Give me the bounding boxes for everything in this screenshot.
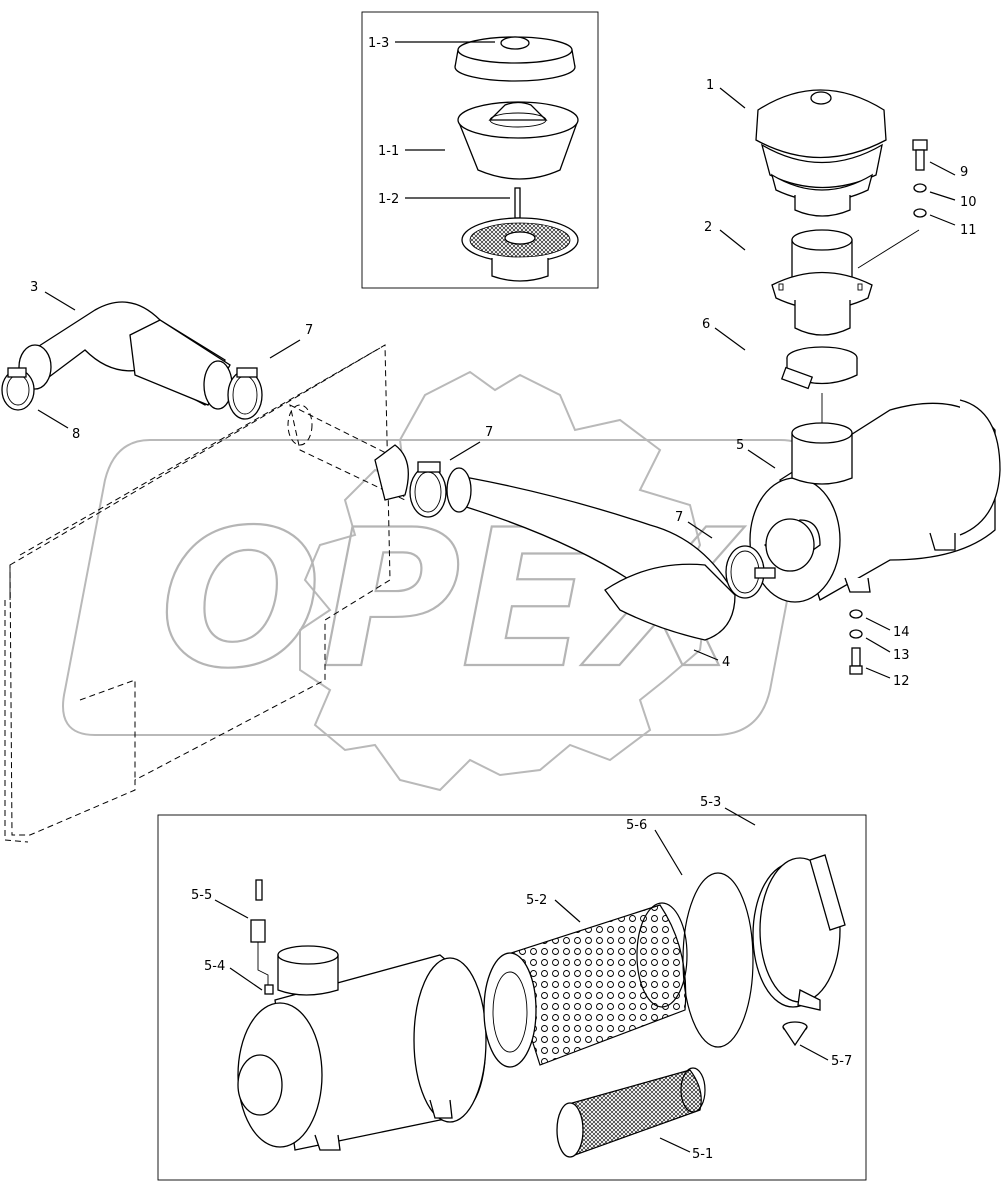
callout-5-4: 5-4 [204,959,225,974]
callout-4: 4 [722,655,730,670]
callout-5-5: 5-5 [191,888,212,903]
clamp-7-middle [409,461,447,518]
callout-5-6: 5-6 [626,818,647,833]
wing-nut [500,36,530,50]
callout-9: 9 [960,165,968,180]
callout-1-1: 1-1 [378,144,399,159]
callout-7-right: 7 [675,510,683,525]
callout-8: 8 [72,427,80,442]
callout-1-2: 1-2 [378,192,399,207]
callouts: 1-3 1-1 1-2 1 2 9 10 11 3 7 6 8 7 5 7 14… [30,36,977,1162]
callout-11: 11 [960,223,977,238]
callout-14: 14 [893,625,910,640]
callout-5-7: 5-7 [831,1054,852,1069]
part-5-3-cover [752,854,846,1011]
callout-5-2: 5-2 [526,893,547,908]
part-5-5 [250,879,269,985]
precleaner-spinner [461,187,579,282]
inset-precleaner [361,11,599,289]
callout-2: 2 [704,220,712,235]
clamp-7-left [227,367,263,420]
inset-frame-bottom [157,814,867,1181]
part-2-adapter [771,229,873,336]
inset-filter-parts [157,814,867,1181]
precleaner-bowl [457,101,579,180]
washer-13 [849,629,863,639]
callout-1-3: 1-3 [368,36,389,51]
callout-1: 1 [706,78,714,93]
washer-10 [913,183,927,193]
filter-housing [237,945,487,1151]
washer-11 [913,208,927,218]
inset-frame-top [361,11,599,289]
part-5-4 [264,984,274,995]
callout-13: 13 [893,648,910,663]
callout-7-middle: 7 [485,425,493,440]
leader-bolt [857,229,920,269]
part-1-cap [755,89,887,217]
hidden-tube [287,404,409,501]
part-4-hose [446,467,736,641]
callout-5: 5 [736,438,744,453]
bolt-9 [912,139,928,171]
callout-7-top: 7 [305,323,313,338]
part-5-2-filter [483,902,688,1068]
part-3-elbow [18,301,233,410]
precleaner-cover [454,36,576,82]
callout-3: 3 [30,280,38,295]
part-5-6-ring [682,872,754,1048]
bolt-12 [849,647,863,675]
part-5-air-cleaner [749,399,1001,603]
callout-5-3: 5-3 [700,795,721,810]
part-5-7-valve [782,1021,808,1047]
part-6-clamp [780,346,858,390]
callout-5-1: 5-1 [692,1147,713,1162]
callout-10: 10 [960,195,977,210]
callout-6: 6 [702,317,710,332]
clamp-7-right [725,545,776,599]
clamp-8 [1,367,35,411]
part-5-1-safety [556,1067,706,1158]
leader-lines [37,41,956,1153]
callout-12: 12 [893,674,910,689]
washer-14 [849,609,863,619]
